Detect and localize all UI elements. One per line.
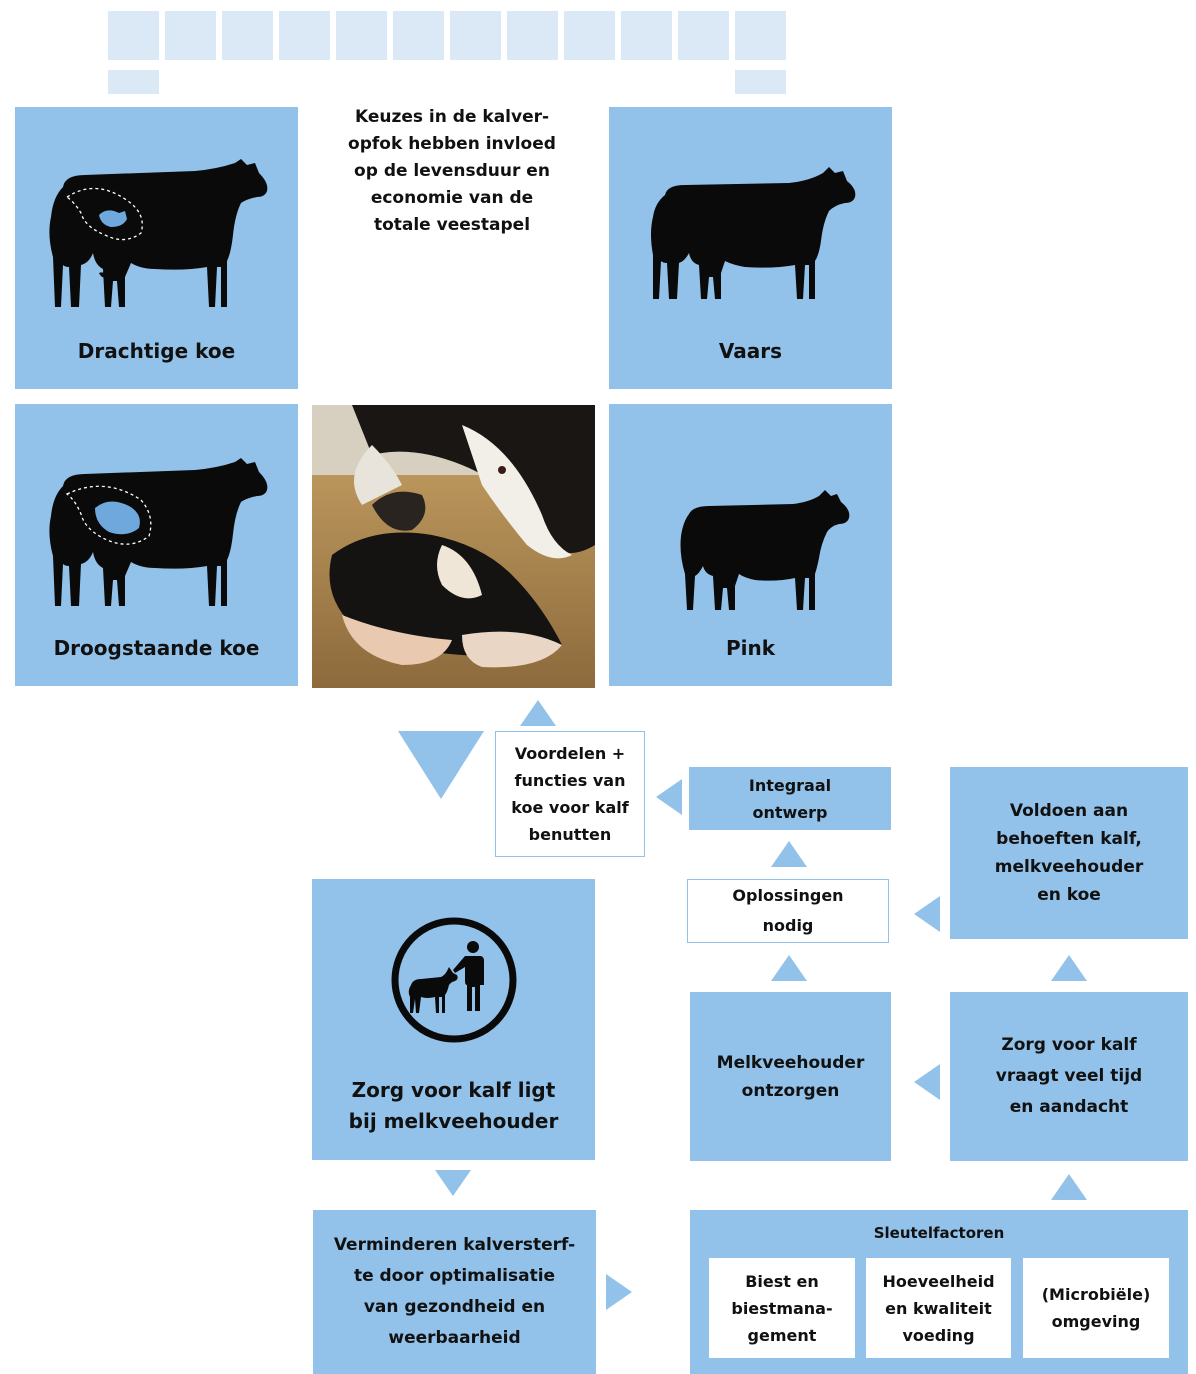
card-label: Drachtige koe: [77, 339, 236, 363]
deco-block: [564, 11, 615, 60]
intro-text: Keuzes in de kalver- opfok hebben invloe…: [348, 107, 556, 235]
card-label: Pink: [725, 636, 776, 660]
deco-block: [621, 11, 672, 60]
deco-block: [336, 11, 387, 60]
needs-text: Voldoen aan behoeften kalf, melkveehoude…: [994, 801, 1144, 905]
card-label: Vaars: [718, 339, 783, 363]
deco-block: [735, 11, 786, 60]
care-time-box: Zorg voor kalf vraagt veel tijd en aanda…: [950, 992, 1188, 1161]
key-factor-item: Biest en biestmana- gement: [709, 1258, 855, 1358]
deco-block: [165, 11, 216, 60]
key-factor-item: (Microbiële) omgeving: [1023, 1258, 1169, 1358]
deco-block: [108, 11, 159, 60]
deco-block: [393, 11, 444, 60]
cow-silhouette-icon: [49, 458, 268, 606]
photo-illustration: [312, 405, 595, 688]
arrow-up-icon: [771, 841, 807, 867]
arrow-up-icon: [1051, 955, 1087, 981]
integral-design-text: Integraal ontwerp: [748, 775, 832, 822]
deco-block-small: [735, 70, 786, 94]
key-factor-text: Biest en biestmana- gement: [731, 1271, 833, 1345]
arrow-down-icon: [435, 1170, 471, 1196]
reduce-mortality-box: Verminderen kalversterf- te door optimal…: [313, 1210, 596, 1374]
calf-silhouette-icon: [680, 490, 850, 610]
benefits-box: Voordelen + functies van koe voor kalf b…: [495, 731, 645, 857]
needs-box: Voldoen aan behoeften kalf, melkveehoude…: [950, 767, 1188, 939]
key-factors-panel: Sleutelfactoren Biest en biestmana- geme…: [690, 1210, 1188, 1374]
card-label: Droogstaande koe: [53, 636, 260, 660]
solutions-needed-text: Oplossingen nodig: [732, 886, 844, 935]
card-dry-cow: Droogstaande koe: [15, 404, 298, 686]
cow-silhouette-icon: [651, 167, 856, 299]
arrow-left-icon: [656, 779, 682, 815]
care-farmer-box: Zorg voor kalf ligt bij melkveehouder: [312, 879, 595, 1160]
care-farmer-text: Zorg voor kalf ligt bij melkveehouder: [348, 1078, 559, 1133]
deco-block: [507, 11, 558, 60]
key-factors-title: Sleutelfactoren: [873, 1224, 1005, 1242]
card-young-heifer: Pink: [609, 404, 892, 686]
arrow-up-icon: [771, 955, 807, 981]
deco-block: [222, 11, 273, 60]
reduce-mortality-text: Verminderen kalversterf- te door optimal…: [333, 1235, 576, 1348]
relieve-farmer-box: Melkveehouder ontzorgen: [690, 992, 891, 1161]
care-time-text: Zorg voor kalf vraagt veel tijd en aanda…: [995, 1035, 1143, 1117]
arrow-right-icon: [606, 1274, 632, 1310]
arrow-up-icon: [1051, 1174, 1087, 1200]
cow-licking-newborn-calf-photo: [312, 405, 595, 688]
relieve-farmer-text: Melkveehouder ontzorgen: [716, 1052, 865, 1101]
cow-silhouette-icon: [49, 159, 268, 307]
key-factor-item: Hoeveelheid en kwaliteit voeding: [866, 1258, 1011, 1358]
arrow-up-icon: [520, 700, 556, 726]
solutions-needed-box: Oplossingen nodig: [687, 879, 889, 943]
key-factor-text: (Microbiële) omgeving: [1041, 1285, 1151, 1331]
card-heifer: Vaars: [609, 107, 892, 389]
arrow-left-icon: [914, 896, 940, 932]
farmer-with-calf-icon: [391, 917, 516, 1043]
benefits-text: Voordelen + functies van koe voor kalf b…: [511, 744, 629, 844]
deco-block: [279, 11, 330, 60]
deco-block: [450, 11, 501, 60]
key-factor-text: Hoeveelheid en kwaliteit voeding: [882, 1271, 995, 1345]
integral-design-box: Integraal ontwerp: [689, 767, 891, 830]
deco-block-small: [108, 70, 159, 94]
arrow-down-large-icon: [398, 731, 484, 799]
card-pregnant-cow: Drachtige koe: [15, 107, 298, 389]
arrow-left-icon: [914, 1064, 940, 1100]
deco-block: [678, 11, 729, 60]
